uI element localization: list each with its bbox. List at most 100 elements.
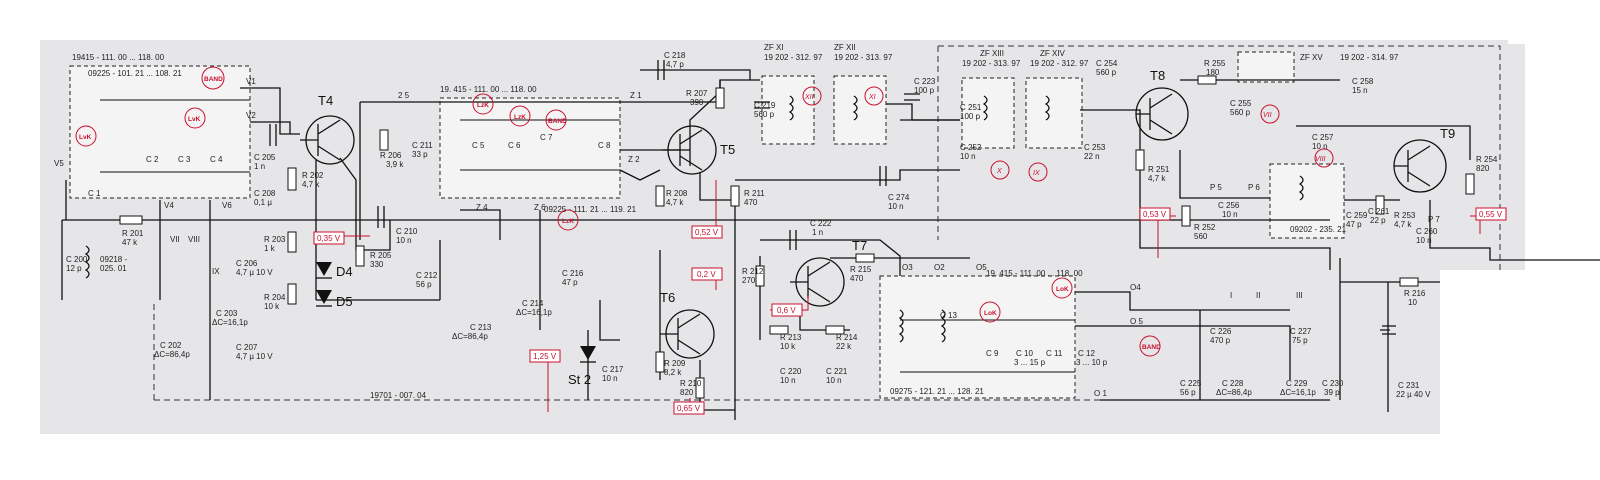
svg-text:33 p: 33 p — [412, 150, 428, 159]
svg-text:C 200: C 200 — [66, 255, 88, 264]
svg-text:C 205: C 205 — [254, 153, 276, 162]
svg-text:ΔC=16,1p: ΔC=16,1p — [516, 308, 552, 317]
transistor-t8 — [1135, 87, 1189, 141]
svg-text:V6: V6 — [222, 201, 232, 210]
svg-text:V4: V4 — [164, 201, 174, 210]
module-box-vco — [879, 275, 1076, 399]
marker-lzk-3: LzK — [557, 209, 579, 231]
svg-text:O5: O5 — [976, 263, 987, 272]
terminal-labels: V1 V2 V5 V4 V6 Z 1 Z 2 Z 4 Z 6 O3 O2 O5 … — [54, 77, 1303, 398]
svg-text:XI: XI — [868, 94, 876, 101]
svg-text:3,9 k: 3,9 k — [386, 160, 404, 169]
module-label-2: 19. 415 - 111. 00 ... 118. 00 — [440, 85, 537, 94]
svg-text:100 p: 100 p — [960, 112, 981, 121]
svg-text:C 203: C 203 — [216, 309, 238, 318]
svg-text:R 201: R 201 — [122, 229, 144, 238]
module-box-input — [69, 65, 251, 199]
svg-text:I: I — [1230, 291, 1232, 300]
svg-text:C 202: C 202 — [160, 341, 182, 350]
svg-text:II: II — [1256, 291, 1260, 300]
svg-text:C 10: C 10 — [1016, 349, 1033, 358]
tuner-section-boundary — [153, 300, 1100, 401]
svg-text:3 ... 10 p: 3 ... 10 p — [1076, 358, 1108, 367]
svg-text:C 254: C 254 — [1096, 59, 1118, 68]
module-box-zfxv-filter — [1269, 163, 1345, 239]
zf13-code: 19 202 - 313. 97 — [962, 59, 1021, 68]
marker-band-1: BAND — [201, 66, 225, 90]
t8-label: T8 — [1150, 68, 1165, 83]
svg-text:560 p: 560 p — [754, 110, 775, 119]
svg-text:VIII: VIII — [1315, 156, 1326, 163]
svg-text:R 254: R 254 — [1476, 155, 1498, 164]
module-sublabel-2: 09225 - 111. 21 ... 119. 21 — [544, 205, 637, 214]
d4-label: D4 — [336, 264, 353, 279]
svg-text:C 223: C 223 — [914, 77, 936, 86]
voltage-box-035: 0,35 V — [313, 231, 345, 245]
svg-text:C 216: C 216 — [562, 269, 584, 278]
svg-text:560 p: 560 p — [1096, 68, 1117, 77]
svg-text:R 209: R 209 — [664, 359, 686, 368]
svg-text:C 8: C 8 — [598, 141, 611, 150]
zf15-code: 19 202 - 314. 97 — [1340, 53, 1399, 62]
svg-text:Z 1: Z 1 — [630, 91, 642, 100]
svg-text:LoK: LoK — [1056, 286, 1069, 293]
svg-text:820: 820 — [680, 388, 694, 397]
svg-text:C 220: C 220 — [780, 367, 802, 376]
t9-label: T9 — [1440, 126, 1455, 141]
svg-text:R 215: R 215 — [850, 265, 872, 274]
svg-text:C 219: C 219 — [754, 101, 776, 110]
svg-text:10 k: 10 k — [780, 342, 796, 351]
module-sublabel-3: 09275 - 121. 21 ... 128. 21 — [890, 387, 984, 396]
svg-text:100 p: 100 p — [914, 86, 935, 95]
svg-text:C 212: C 212 — [416, 271, 438, 280]
svg-text:560: 560 — [1194, 232, 1208, 241]
svg-text:C 221: C 221 — [826, 367, 848, 376]
marker-lok-1: LoK — [1051, 277, 1073, 299]
svg-text:4,7 k: 4,7 k — [302, 180, 320, 189]
svg-text:C 255: C 255 — [1230, 99, 1252, 108]
coils — [84, 95, 1304, 343]
svg-text:0,6 V: 0,6 V — [777, 306, 796, 315]
zf11-code: 19 202 - 312. 97 — [764, 53, 823, 62]
svg-text:R 212: R 212 — [742, 267, 764, 276]
svg-text:10 n: 10 n — [826, 376, 842, 385]
svg-text:8,2 k: 8,2 k — [664, 368, 682, 377]
svg-text:R 205: R 205 — [370, 251, 392, 260]
svg-text:56 p: 56 p — [1180, 388, 1196, 397]
marker-lok-2: LoK — [979, 301, 1001, 323]
marker-lvk-2: LvK — [184, 107, 206, 129]
svg-text:10 k: 10 k — [264, 302, 280, 311]
svg-text:4,7 k: 4,7 k — [1148, 174, 1166, 183]
diode-d5 — [316, 290, 332, 307]
zf13-box — [961, 77, 1015, 149]
svg-text:VIII: VIII — [188, 235, 200, 244]
svg-text:O2: O2 — [934, 263, 945, 272]
zf14-name: ZF XIV — [1040, 49, 1066, 58]
svg-text:O 5: O 5 — [1130, 317, 1143, 326]
svg-text:10 n: 10 n — [1416, 236, 1432, 245]
svg-text:IX: IX — [1033, 170, 1040, 177]
svg-text:IX: IX — [212, 267, 220, 276]
transistor-t9 — [1393, 139, 1447, 193]
d5-label: D5 — [336, 294, 353, 309]
svg-text:Z 2: Z 2 — [628, 155, 640, 164]
svg-text:C 260: C 260 — [1416, 227, 1438, 236]
svg-text:P 7: P 7 — [1428, 215, 1440, 224]
svg-text:47 p: 47 p — [1346, 220, 1362, 229]
svg-text:LzK: LzK — [477, 102, 489, 109]
svg-text:LoK: LoK — [984, 310, 997, 317]
svg-text:C 11: C 11 — [1046, 349, 1063, 358]
svg-text:C 218: C 218 — [664, 51, 686, 60]
svg-text:4,7 µ 10 V: 4,7 µ 10 V — [236, 268, 273, 277]
svg-text:10 n: 10 n — [888, 202, 904, 211]
svg-text:R 213: R 213 — [780, 333, 802, 342]
svg-text:III: III — [1296, 291, 1303, 300]
svg-text:10: 10 — [1408, 298, 1417, 307]
svg-text:LzK: LzK — [562, 218, 574, 225]
svg-text:C 211: C 211 — [412, 141, 433, 150]
svg-text:4,7 k: 4,7 k — [666, 198, 684, 207]
svg-text:C 2: C 2 — [146, 155, 159, 164]
voltage-box-065: 0,65 V — [673, 401, 705, 415]
svg-text:C 229: C 229 — [1286, 379, 1308, 388]
